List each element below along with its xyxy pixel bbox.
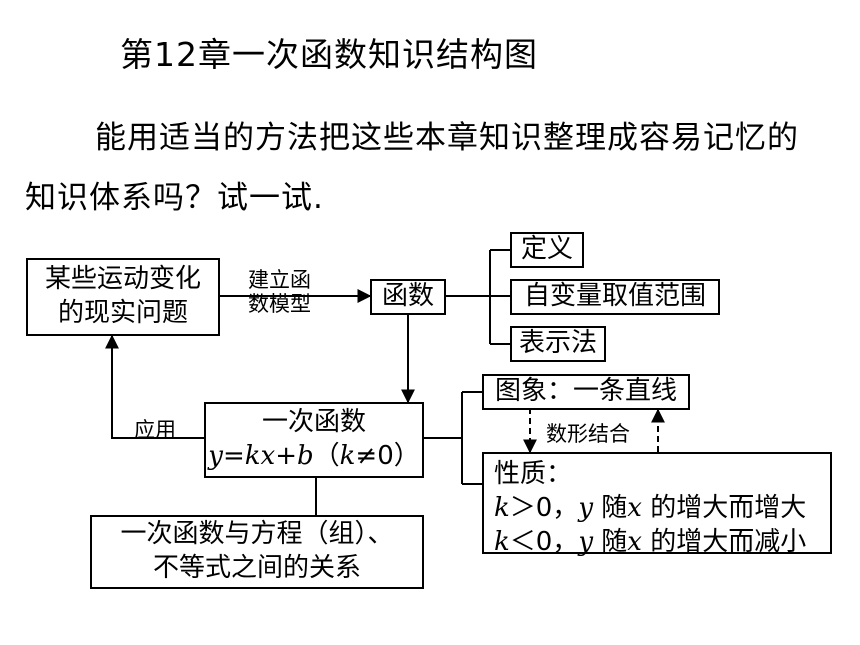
edge-label-modeling: 建立函 数模型 xyxy=(248,268,311,317)
linear-function-formula: y=kx+b（k≠0） xyxy=(208,441,420,471)
node-linear-function: 一次函数 y=kx+b（k≠0） xyxy=(204,402,424,478)
node-relations: 一次函数与方程（组）、 不等式之间的关系 xyxy=(90,515,424,589)
node-properties: 性质： k＞0，y 随x 的增大而增大 k＜0，y 随x 的增大而减小 xyxy=(482,452,832,557)
node-representation: 表示法 xyxy=(510,326,606,362)
intro-text-line-2: 知识体系吗？试一试. xyxy=(25,180,324,216)
page-title: 第12章一次函数知识结构图 xyxy=(120,35,538,74)
node-function: 函数 xyxy=(370,279,446,315)
node-definition: 定义 xyxy=(510,232,584,268)
node-domain-range: 自变量取值范围 xyxy=(510,279,720,315)
node-real-problems: 某些运动变化 的现实问题 xyxy=(26,258,220,336)
arrow-application xyxy=(105,334,204,439)
edge-label-application: 应用 xyxy=(134,418,176,442)
property-row-decreasing: k＜0，y 随x 的增大而减小 xyxy=(494,526,807,557)
intro-text-line-1: 能用适当的方法把这些本章知识整理成容易记忆的 xyxy=(95,120,799,156)
property-row-increasing: k＞0，y 随x 的增大而增大 xyxy=(494,492,807,523)
node-graph: 图象：一条直线 xyxy=(482,374,690,410)
edge-label-number-shape: 数形结合 xyxy=(546,422,630,446)
